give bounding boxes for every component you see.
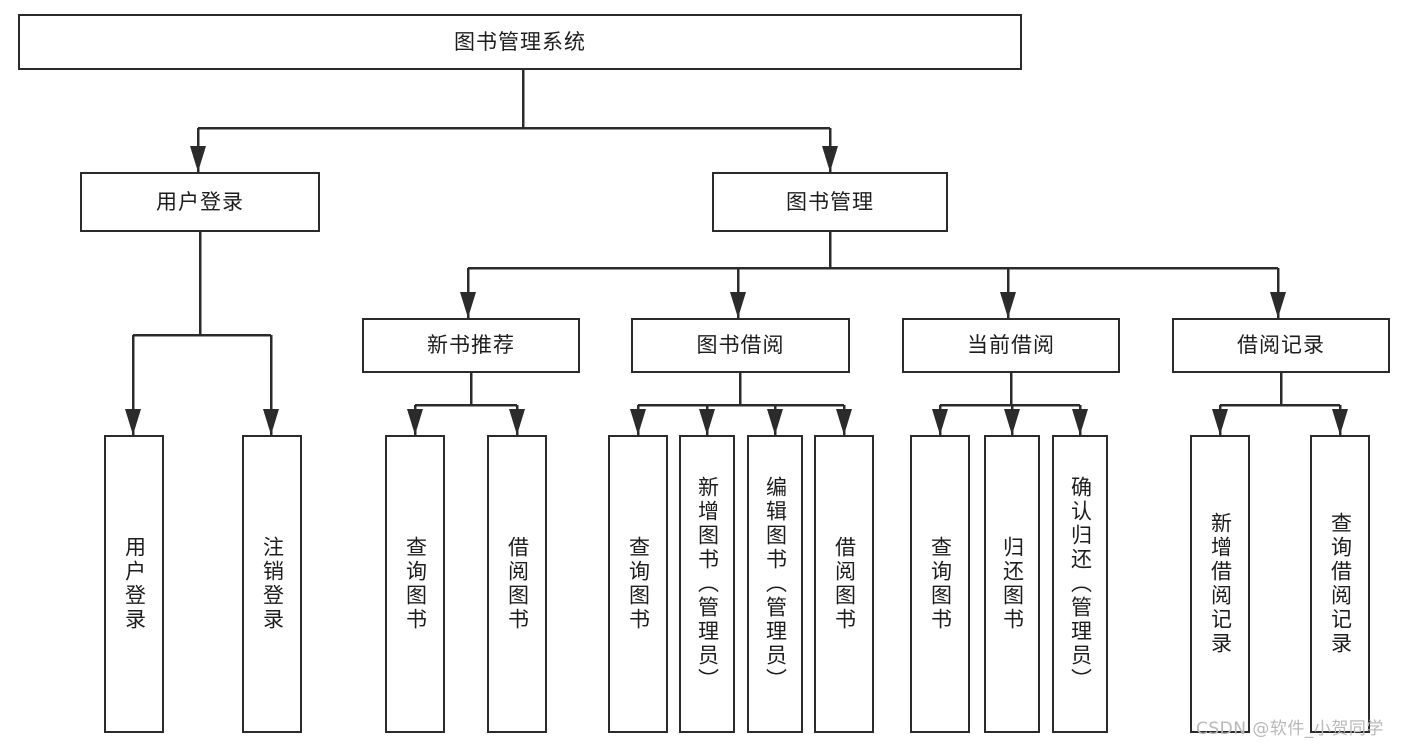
leaf-query-book-recommend[interactable]: 查询图书 bbox=[385, 435, 445, 733]
leaf-query-book-current[interactable]: 查询图书 bbox=[910, 435, 970, 733]
node-user-login[interactable]: 用户登录 bbox=[80, 172, 320, 232]
node-label: 归还图书 bbox=[1000, 536, 1025, 632]
node-label: 图书借阅 bbox=[696, 333, 785, 358]
node-label: 查询图书 bbox=[626, 536, 651, 632]
csdn-watermark: CSDN @软件_小贺同学 bbox=[1196, 719, 1384, 739]
node-label: 借阅图书 bbox=[832, 536, 857, 632]
node-label: 当前借阅 bbox=[967, 333, 1055, 358]
node-borrow-records[interactable]: 借阅记录 bbox=[1172, 318, 1390, 373]
node-label: 查询图书 bbox=[928, 536, 953, 632]
leaf-logout[interactable]: 注销登录 bbox=[242, 435, 302, 733]
node-label: 查询借阅记录 bbox=[1328, 512, 1353, 656]
node-label: 借阅记录 bbox=[1237, 333, 1325, 358]
node-label: 新增图书（管理员） bbox=[695, 476, 720, 692]
leaf-return-book[interactable]: 归还图书 bbox=[984, 435, 1040, 733]
node-current-borrow[interactable]: 当前借阅 bbox=[902, 318, 1120, 373]
leaf-borrow-book-recommend[interactable]: 借阅图书 bbox=[487, 435, 547, 733]
leaf-add-borrow-record[interactable]: 新增借阅记录 bbox=[1190, 435, 1250, 733]
node-book-borrow[interactable]: 图书借阅 bbox=[631, 318, 850, 373]
node-label: 编辑图书（管理员） bbox=[763, 476, 788, 692]
leaf-edit-book-admin[interactable]: 编辑图书（管理员） bbox=[747, 435, 803, 733]
node-label: 用户登录 bbox=[156, 189, 244, 214]
node-book-management[interactable]: 图书管理 bbox=[712, 172, 948, 232]
node-label: 新增借阅记录 bbox=[1208, 512, 1233, 656]
node-label: 查询图书 bbox=[403, 536, 428, 632]
node-label: 注销登录 bbox=[260, 536, 285, 632]
node-label: 用户登录 bbox=[122, 536, 147, 632]
node-label: 图书管理系统 bbox=[454, 29, 586, 54]
leaf-confirm-return-admin[interactable]: 确认归还（管理员） bbox=[1052, 435, 1108, 733]
node-label: 借阅图书 bbox=[505, 536, 530, 632]
leaf-borrow-book[interactable]: 借阅图书 bbox=[814, 435, 874, 733]
leaf-query-borrow-record[interactable]: 查询借阅记录 bbox=[1310, 435, 1370, 733]
node-root-system[interactable]: 图书管理系统 bbox=[18, 14, 1022, 70]
node-label: 确认归还（管理员） bbox=[1068, 476, 1093, 692]
node-label: 图书管理 bbox=[786, 189, 874, 214]
node-label: 新书推荐 bbox=[427, 333, 515, 358]
node-new-book-recommend[interactable]: 新书推荐 bbox=[362, 318, 580, 373]
leaf-query-book-borrow[interactable]: 查询图书 bbox=[608, 435, 668, 733]
leaf-user-login[interactable]: 用户登录 bbox=[104, 435, 164, 733]
leaf-add-book-admin[interactable]: 新增图书（管理员） bbox=[679, 435, 735, 733]
